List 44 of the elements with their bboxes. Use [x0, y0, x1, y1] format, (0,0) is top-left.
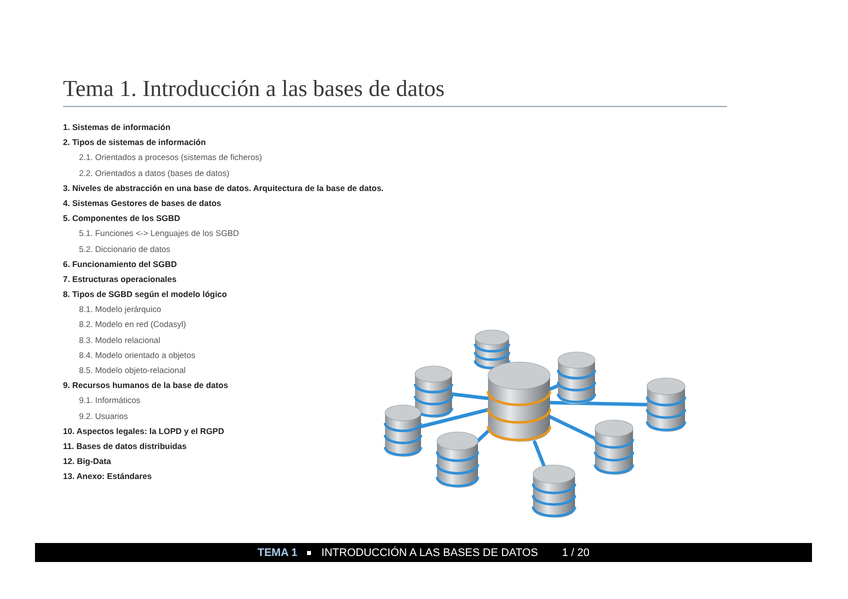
- topic-item: 6. Funcionamiento del SGBD: [63, 258, 178, 271]
- database-cylinder: [415, 366, 452, 418]
- database-cylinder: [558, 352, 595, 404]
- connector-line: [548, 400, 649, 406]
- topic-item: 7. Estructuras operacionales: [63, 272, 178, 286]
- topic-item: 3. Niveles de abstracción en una base de datos. Arquitectura de la base de datos.: [63, 182, 384, 195]
- subtopic-item: 8.3. Modelo relacional: [78, 334, 162, 347]
- subtopic-item: 8.5. Modelo objeto-relacional: [78, 364, 187, 377]
- topic-item: 11. Bases de datos distribuidas: [63, 440, 188, 453]
- database-cylinder: [437, 432, 478, 488]
- subtopic-item: 9.2. Usuarios: [78, 410, 129, 423]
- page-title: Tema 1. Introducción a las bases de datos: [63, 76, 445, 102]
- page-number: 1 / 20: [562, 546, 590, 558]
- footer-topic-number: TEMA 1: [257, 546, 298, 558]
- connector-line: [450, 392, 490, 400]
- topic-item: 8. Tipos de SGBD según el modelo lógico: [63, 288, 228, 302]
- subtopic-item: 8.1. Modelo jerárquico: [78, 303, 162, 316]
- topic-item: 5. Componentes de los SGBD: [63, 212, 182, 226]
- connector-line: [476, 429, 490, 442]
- connector-line: [548, 384, 560, 391]
- database-cylinder: [488, 362, 550, 442]
- database-cylinder: [647, 378, 685, 432]
- connector-line: [532, 440, 546, 467]
- topic-item: 12. Big-Data: [63, 455, 112, 468]
- topic-item: 1. Sistemas de información: [63, 121, 172, 134]
- database-cylinder: [475, 330, 509, 370]
- database-cylinder: [385, 405, 421, 457]
- subtopic-item: 5.1. Funciones <-> Lenguajes de los SGBD: [78, 227, 240, 240]
- connector-line: [419, 408, 490, 428]
- subtopic-item: 8.4. Modelo orientado a objetos: [78, 348, 196, 362]
- subtopic-item: 2.1. Orientados a procesos (sistemas de ficheros): [78, 151, 264, 164]
- subtopic-item: 5.2. Diccionario de datos: [78, 242, 172, 256]
- topic-item: 9. Recursos humanos de la base de datos: [63, 379, 230, 392]
- connector-line: [548, 415, 597, 440]
- topic-item: 2. Tipos de sistemas de información: [63, 136, 207, 150]
- topic-item: 13. Anexo: Estándares: [63, 470, 153, 484]
- database-cylinder: [533, 465, 575, 518]
- topic-item: 10. Aspectos legales: la LOPD y el RGPD: [63, 424, 226, 438]
- subtopic-item: 9.1. Informáticos: [78, 394, 142, 408]
- subtopic-item: 2.2. Orientados a datos (bases de datos): [78, 166, 230, 180]
- database-cylinder: [595, 420, 633, 475]
- subtopic-item: 8.2. Modelo en red (Codasyl): [78, 318, 187, 332]
- topic-item: 4. Sistemas Gestores de bases de datos: [63, 196, 222, 210]
- footer-title: INTRODUCCIÓN A LAS BASES DE DATOS: [321, 546, 538, 558]
